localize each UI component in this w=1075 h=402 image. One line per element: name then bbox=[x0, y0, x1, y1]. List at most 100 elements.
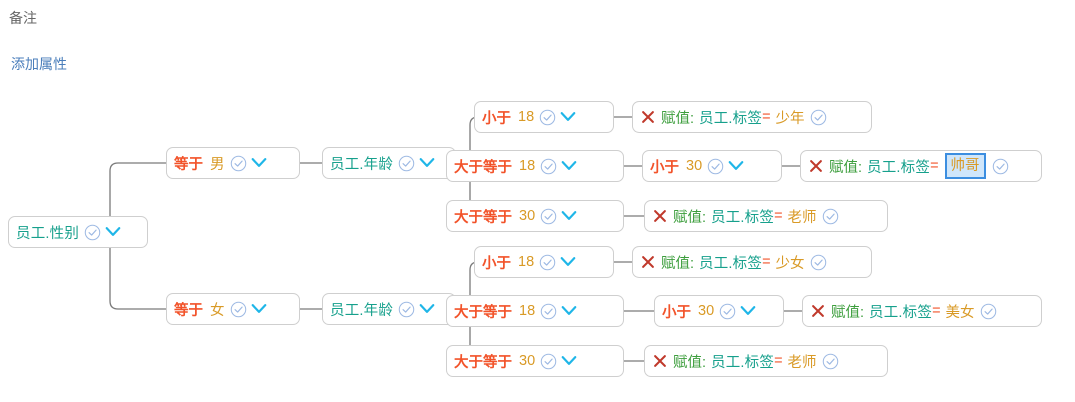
condition-operator: 大于等于 bbox=[454, 159, 512, 176]
chevron-down-icon[interactable] bbox=[559, 255, 577, 269]
node-root-field[interactable]: 员工.性别 bbox=[8, 216, 148, 248]
node-condition[interactable]: 大于等于 18 bbox=[446, 150, 624, 182]
check-circle-icon[interactable] bbox=[719, 303, 736, 320]
node-condition[interactable]: 大于等于 30 bbox=[446, 200, 624, 232]
add-attribute-link[interactable]: 添加属性 bbox=[11, 56, 67, 72]
node-action[interactable]: 赋值: 员工.标签 = 老师 bbox=[644, 345, 888, 377]
action-value[interactable]: 美女 bbox=[945, 304, 975, 321]
remark-label: 备注 bbox=[9, 10, 37, 26]
chevron-down-icon[interactable] bbox=[250, 302, 268, 316]
node-action-selected[interactable]: 赋值: 员工.标签 = 帅哥 bbox=[800, 150, 1042, 182]
root-field-label: 员工.性别 bbox=[16, 225, 80, 242]
check-circle-icon[interactable] bbox=[398, 301, 415, 318]
action-value-editing[interactable]: 帅哥 bbox=[944, 153, 986, 179]
chevron-down-icon[interactable] bbox=[560, 304, 578, 318]
node-branch1-condition[interactable]: 等于 女 bbox=[166, 293, 300, 325]
condition-operator: 等于 bbox=[174, 302, 203, 319]
action-keyword: 赋值: bbox=[829, 159, 863, 176]
check-circle-icon[interactable] bbox=[810, 254, 827, 271]
close-x-icon[interactable] bbox=[640, 109, 656, 125]
condition-value: 女 bbox=[210, 302, 225, 319]
condition-value: 30 bbox=[698, 303, 715, 319]
condition-value: 18 bbox=[519, 158, 536, 174]
action-keyword: 赋值: bbox=[673, 209, 707, 226]
check-circle-icon[interactable] bbox=[539, 254, 556, 271]
check-circle-icon[interactable] bbox=[540, 303, 557, 320]
action-value[interactable]: 老师 bbox=[787, 354, 817, 371]
condition-value: 30 bbox=[519, 208, 536, 224]
condition-value: 30 bbox=[686, 158, 703, 174]
action-keyword: 赋值: bbox=[661, 255, 695, 272]
action-equals: = bbox=[774, 353, 783, 369]
node-branch0-condition[interactable]: 等于 男 bbox=[166, 147, 300, 179]
close-x-icon[interactable] bbox=[640, 254, 656, 270]
condition-value: 18 bbox=[518, 109, 535, 125]
chevron-down-icon[interactable] bbox=[560, 354, 578, 368]
chevron-down-icon[interactable] bbox=[727, 159, 745, 173]
check-circle-icon[interactable] bbox=[230, 155, 247, 172]
action-equals: = bbox=[762, 254, 771, 270]
check-circle-icon[interactable] bbox=[539, 109, 556, 126]
chevron-down-icon[interactable] bbox=[560, 159, 578, 173]
condition-operator: 大于等于 bbox=[454, 304, 512, 321]
check-circle-icon[interactable] bbox=[822, 208, 839, 225]
chevron-down-icon[interactable] bbox=[418, 156, 436, 170]
condition-value: 18 bbox=[519, 303, 536, 319]
action-keyword: 赋值: bbox=[661, 110, 695, 127]
node-action[interactable]: 赋值: 员工.标签 = 少年 bbox=[632, 101, 872, 133]
check-circle-icon[interactable] bbox=[84, 224, 101, 241]
check-circle-icon[interactable] bbox=[540, 208, 557, 225]
action-target: 员工.标签 bbox=[711, 209, 775, 226]
action-target: 员工.标签 bbox=[869, 304, 933, 321]
action-value[interactable]: 老师 bbox=[787, 209, 817, 226]
node-action[interactable]: 赋值: 员工.标签 = 少女 bbox=[632, 246, 872, 278]
node-action[interactable]: 赋值: 员工.标签 = 老师 bbox=[644, 200, 888, 232]
condition-operator: 小于 bbox=[662, 304, 691, 321]
chevron-down-icon[interactable] bbox=[418, 302, 436, 316]
check-circle-icon[interactable] bbox=[398, 155, 415, 172]
check-circle-icon[interactable] bbox=[230, 301, 247, 318]
close-x-icon[interactable] bbox=[652, 353, 668, 369]
node-branch1-field[interactable]: 员工.年龄 bbox=[322, 293, 456, 325]
node-condition[interactable]: 小于 30 bbox=[654, 295, 784, 327]
condition-value: 男 bbox=[210, 156, 225, 173]
close-x-icon[interactable] bbox=[808, 158, 824, 174]
node-condition[interactable]: 大于等于 30 bbox=[446, 345, 624, 377]
condition-operator: 大于等于 bbox=[454, 354, 512, 371]
action-equals: = bbox=[932, 303, 941, 319]
check-circle-icon[interactable] bbox=[540, 353, 557, 370]
chevron-down-icon[interactable] bbox=[560, 209, 578, 223]
check-circle-icon[interactable] bbox=[980, 303, 997, 320]
check-circle-icon[interactable] bbox=[540, 158, 557, 175]
condition-value: 18 bbox=[518, 254, 535, 270]
check-circle-icon[interactable] bbox=[822, 353, 839, 370]
check-circle-icon[interactable] bbox=[810, 109, 827, 126]
branch-field-label: 员工.年龄 bbox=[330, 302, 394, 319]
chevron-down-icon[interactable] bbox=[104, 225, 122, 239]
node-action[interactable]: 赋值: 员工.标签 = 美女 bbox=[802, 295, 1042, 327]
action-target: 员工.标签 bbox=[699, 255, 763, 272]
condition-operator: 大于等于 bbox=[454, 209, 512, 226]
action-equals: = bbox=[762, 109, 771, 125]
chevron-down-icon[interactable] bbox=[250, 156, 268, 170]
close-x-icon[interactable] bbox=[810, 303, 826, 319]
chevron-down-icon[interactable] bbox=[559, 110, 577, 124]
action-equals: = bbox=[774, 208, 783, 224]
check-circle-icon[interactable] bbox=[707, 158, 724, 175]
condition-operator: 小于 bbox=[482, 110, 511, 127]
node-condition[interactable]: 小于 30 bbox=[642, 150, 782, 182]
node-condition[interactable]: 小于 18 bbox=[474, 101, 614, 133]
node-branch0-field[interactable]: 员工.年龄 bbox=[322, 147, 456, 179]
branch-field-label: 员工.年龄 bbox=[330, 156, 394, 173]
action-target: 员工.标签 bbox=[711, 354, 775, 371]
close-x-icon[interactable] bbox=[652, 208, 668, 224]
action-value[interactable]: 少女 bbox=[775, 255, 805, 272]
check-circle-icon[interactable] bbox=[992, 158, 1009, 175]
chevron-down-icon[interactable] bbox=[739, 304, 757, 318]
action-value[interactable]: 少年 bbox=[775, 110, 805, 127]
node-condition[interactable]: 小于 18 bbox=[474, 246, 614, 278]
action-target: 员工.标签 bbox=[867, 159, 931, 176]
node-condition[interactable]: 大于等于 18 bbox=[446, 295, 624, 327]
condition-operator: 小于 bbox=[482, 255, 511, 272]
